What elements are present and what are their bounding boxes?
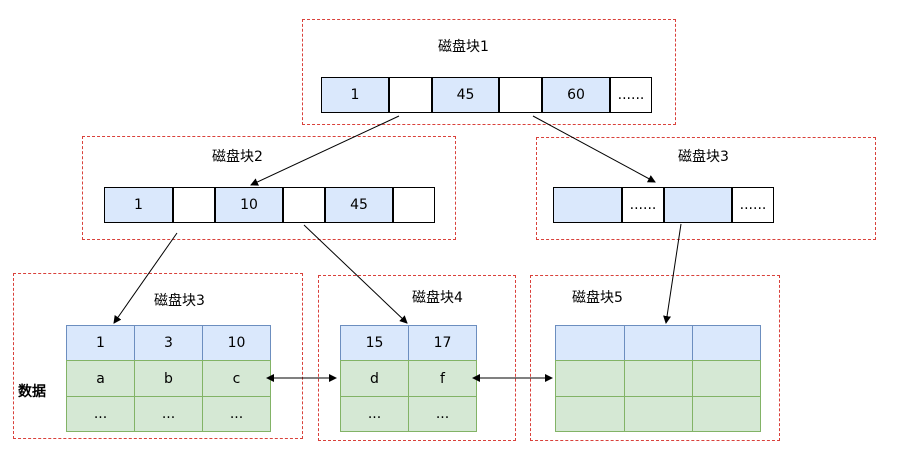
data-label: 数据: [18, 384, 46, 400]
leaf5-row2-col1: [555, 396, 625, 432]
block1-key-1: 1: [321, 77, 389, 113]
disk-block-5-leaf: [530, 275, 780, 441]
leaf3-row1-col2: b: [134, 360, 203, 397]
arrow-block2-to-leaf4: [303, 224, 408, 324]
leaf5-header-2: [624, 325, 693, 361]
leaf3-row2-col1: ...: [66, 396, 135, 432]
leaf3-row2-col3: ...: [202, 396, 271, 432]
disk-block-5-leaf-title: 磁盘块5: [572, 290, 623, 306]
disk-block-4-leaf: [318, 275, 516, 441]
arrow-block3-to-leaf5: [663, 223, 682, 324]
block3-upper-ellipsis-1: ......: [622, 187, 664, 223]
leaf3-header-3: 10: [202, 325, 271, 361]
block3-upper-key-1: [553, 187, 622, 223]
disk-block-1: [302, 19, 676, 125]
disk-block-2-title: 磁盘块2: [212, 149, 263, 165]
arrow-block1-to-block2: [250, 115, 400, 186]
disk-block-3-leaf-title: 磁盘块3: [154, 293, 205, 309]
block1-key-2: 45: [432, 77, 499, 113]
disk-block-3-upper: [536, 137, 876, 240]
block2-key-3: 45: [325, 187, 393, 223]
block3-upper-key-2: [664, 187, 732, 223]
arrow-block1-to-block3: [532, 115, 656, 183]
block3-upper-ellipsis-2: ......: [732, 187, 774, 223]
block2-key-2: 10: [215, 187, 283, 223]
arrow-block2-to-leaf3: [113, 232, 178, 324]
leaf3-row1-col3: c: [202, 360, 271, 397]
leaf5-header-3: [692, 325, 761, 361]
disk-block-3-leaf: [13, 273, 303, 439]
leaf4-row2-col2: ...: [408, 396, 477, 432]
block2-pointer-3: [393, 187, 435, 223]
block1-pointer-2: [499, 77, 542, 113]
block1-key-3: 60: [542, 77, 610, 113]
disk-block-2: [82, 136, 456, 240]
block2-key-1: 1: [104, 187, 173, 223]
disk-block-4-leaf-title: 磁盘块4: [412, 290, 463, 306]
leaf5-row2-col3: [692, 396, 761, 432]
block1-pointer-1: [389, 77, 432, 113]
block2-pointer-2: [283, 187, 325, 223]
disk-block-1-title: 磁盘块1: [438, 39, 489, 55]
block1-ellipsis: ......: [610, 77, 652, 113]
leaf3-row1-col1: a: [66, 360, 135, 397]
leaf4-header-2: 17: [408, 325, 477, 361]
disk-block-3-upper-title: 磁盘块3: [678, 149, 729, 165]
leaf4-row2-col1: ...: [340, 396, 409, 432]
block2-pointer-1: [173, 187, 215, 223]
